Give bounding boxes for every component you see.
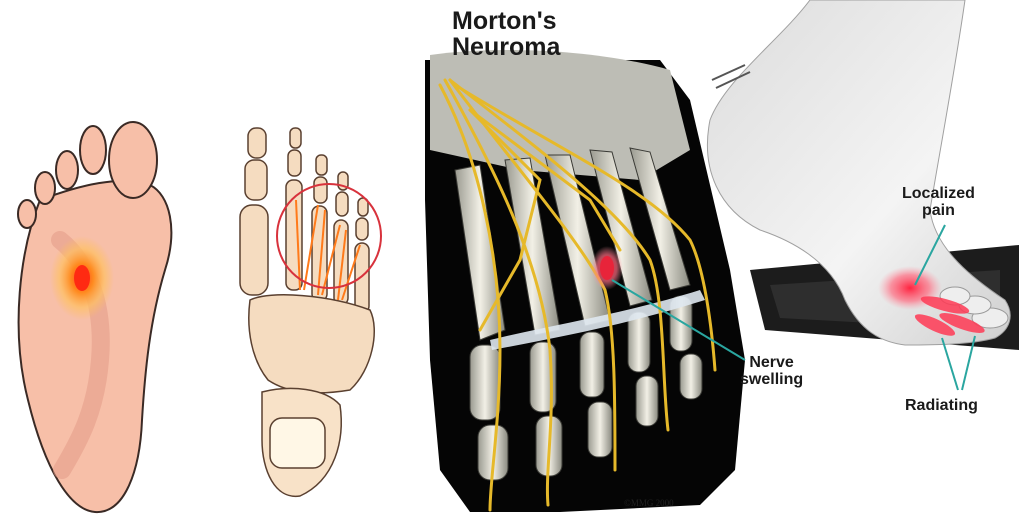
nerve-swelling-line-1: Nerve <box>740 355 803 372</box>
copyright-text: ©MMG 2000 <box>624 498 674 508</box>
localized-pain-line-2: pain <box>902 203 975 220</box>
nerve-swelling-line-2: swelling <box>740 372 803 389</box>
title-line-1: Morton's <box>452 8 560 34</box>
foot-xray-illustration <box>425 50 745 512</box>
localized-pain-line-1: Localized <box>902 186 975 203</box>
foot-skeleton-illustration <box>240 128 381 496</box>
radiating-label: Radiating <box>905 398 978 415</box>
diagram-title: Morton's Neuroma <box>452 8 560 61</box>
nerve-swelling-label: Nerve swelling <box>740 355 803 389</box>
title-line-2: Neuroma <box>452 34 560 60</box>
localized-pain-label: Localized pain <box>902 186 975 220</box>
foot-sole-illustration <box>18 122 171 512</box>
